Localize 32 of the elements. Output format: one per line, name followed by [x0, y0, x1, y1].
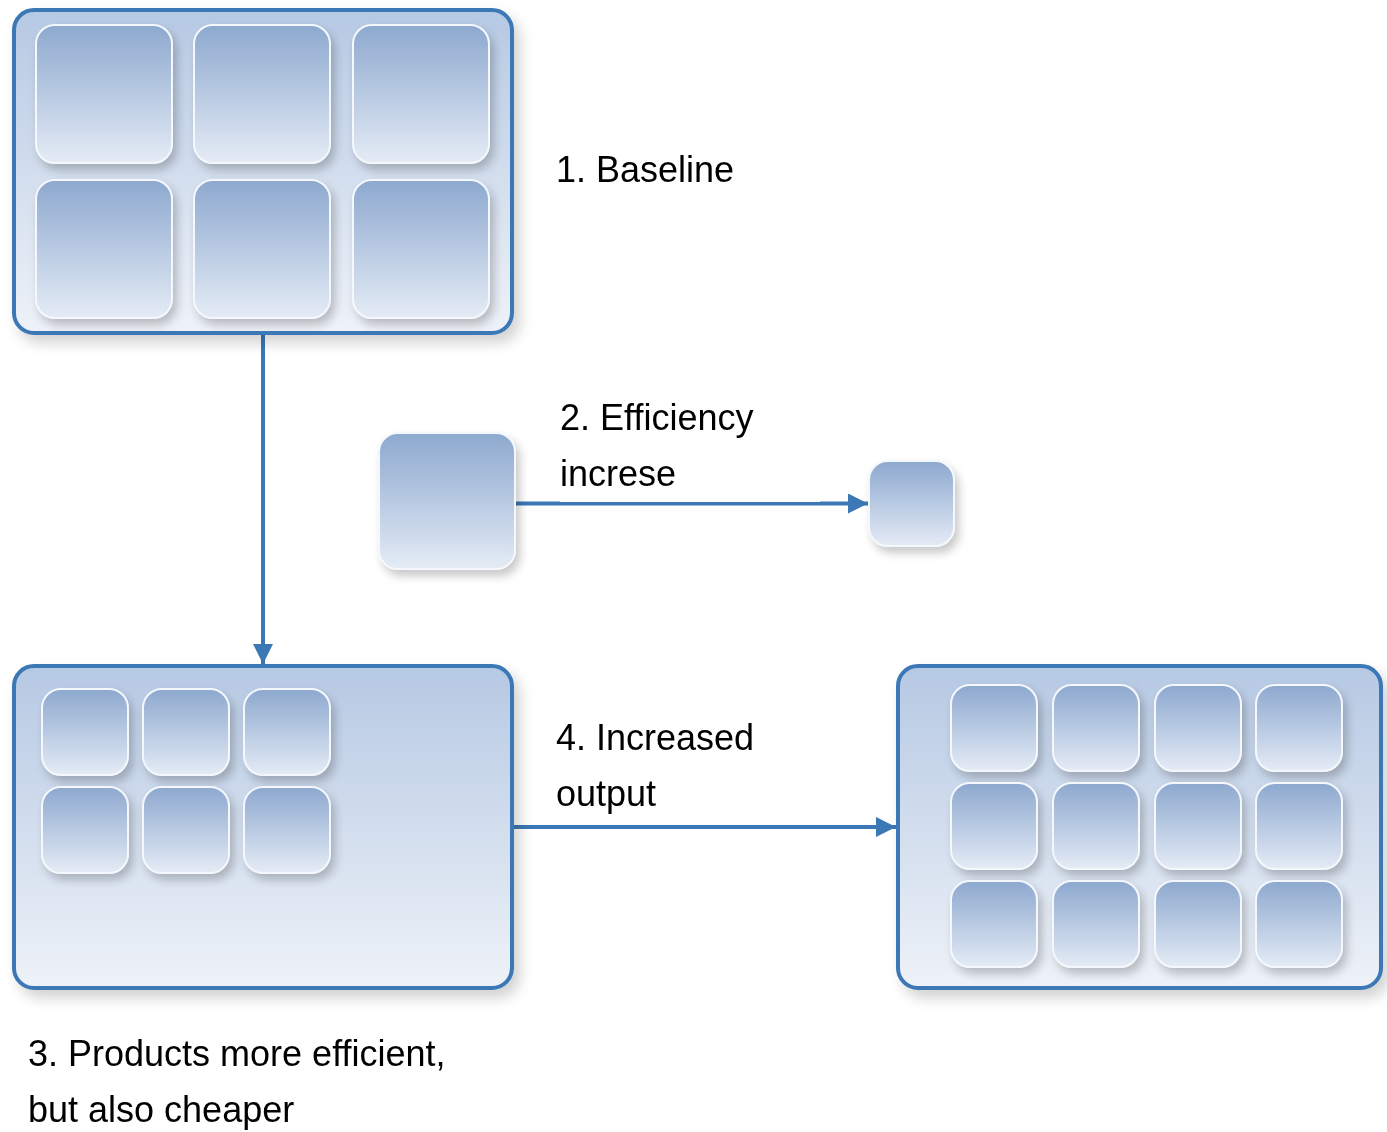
module-tile	[1255, 684, 1343, 772]
module-tile	[142, 786, 230, 874]
module-tile	[41, 786, 129, 874]
module-tile	[1052, 880, 1140, 968]
module-tile	[243, 786, 331, 874]
module-tile	[868, 460, 955, 547]
module-tile	[1154, 684, 1242, 772]
module-tile	[1052, 684, 1140, 772]
module-tile	[1255, 782, 1343, 870]
module-tile	[1154, 880, 1242, 968]
container-panel	[12, 8, 514, 335]
module-tile	[950, 782, 1038, 870]
arrow	[514, 817, 896, 837]
arrow	[253, 335, 273, 664]
module-tile	[352, 179, 490, 319]
module-tile	[950, 684, 1038, 772]
container-panel	[12, 664, 514, 990]
arrow	[516, 493, 868, 514]
module-tile	[193, 24, 331, 164]
module-tile	[142, 688, 230, 776]
module-tile	[352, 24, 490, 164]
container-panel	[896, 664, 1383, 990]
module-tile	[35, 24, 173, 164]
module-tile	[1154, 782, 1242, 870]
module-tile	[193, 179, 331, 319]
module-tile	[35, 179, 173, 319]
module-tile	[243, 688, 331, 776]
module-tile	[378, 432, 516, 570]
module-tile	[1052, 782, 1140, 870]
module-tile	[1255, 880, 1343, 968]
module-tile	[950, 880, 1038, 968]
module-tile	[41, 688, 129, 776]
